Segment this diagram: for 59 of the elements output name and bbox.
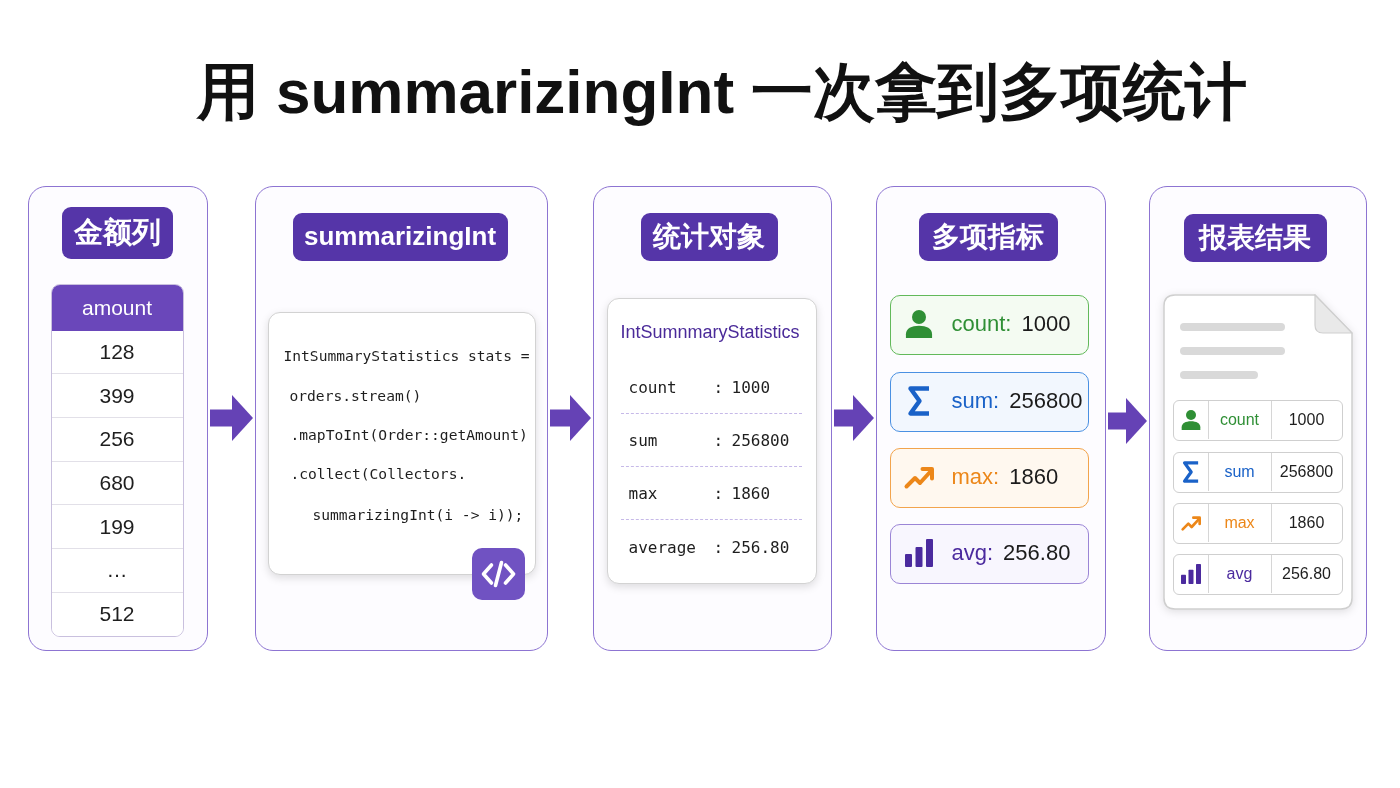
metric-label: sum:: [951, 388, 1000, 414]
data-table: [50, 283, 184, 637]
colon: :: [713, 482, 724, 505]
table-cell: 1860: [1270, 503, 1342, 543]
title: 用 summarizingInt 一次拿到多项统计: [196, 56, 1248, 128]
arrow: [210, 395, 253, 441]
arrow: [834, 395, 874, 441]
stat-name: average: [628, 536, 696, 559]
table-cell: 1000: [1270, 400, 1342, 440]
table-cell: 256800: [1270, 452, 1342, 492]
stat-value: 1000: [731, 376, 771, 399]
panel: [255, 186, 548, 651]
colon: :: [713, 429, 724, 452]
heading-badge: 统计对象: [640, 212, 778, 261]
code-line: summarizingInt(i -> i));: [312, 504, 524, 525]
panel: [1149, 186, 1367, 651]
heading-badge: 金额列: [61, 206, 173, 259]
header-cell: amount: [51, 284, 183, 331]
code-card: [267, 311, 536, 575]
metric-card: [889, 294, 1089, 355]
table-cell: 256.80: [1270, 554, 1342, 594]
metric-label: count:: [951, 311, 1012, 337]
heading-badge: 报表结果: [1183, 213, 1327, 262]
arrow: [1108, 398, 1147, 444]
code-line: .mapToInt(Order::getAmount): [290, 424, 528, 445]
stat-value: 1860: [731, 482, 771, 505]
table-cell: avg: [1207, 554, 1271, 594]
metric-value: 1000: [1021, 311, 1071, 337]
metric-card: [889, 447, 1089, 508]
stats-card: [606, 297, 817, 584]
table-cell: count: [1207, 400, 1271, 440]
stat-name: max: [628, 482, 658, 505]
metric-label: avg:: [951, 540, 994, 566]
metric-value: 256800: [1009, 388, 1083, 414]
colon: :: [713, 536, 724, 559]
stat-name: count: [628, 376, 677, 399]
panel: [876, 186, 1106, 651]
card-title: IntSumnmaryStatistics: [620, 320, 800, 344]
metric-value: 256.80: [1003, 540, 1071, 566]
document-sheet: [1162, 293, 1353, 610]
stat-value: 256.80: [731, 536, 790, 559]
table-cell: max: [1207, 503, 1271, 543]
table-cell: sum: [1207, 452, 1271, 492]
arrow: [550, 395, 591, 441]
stat-name: sum: [628, 429, 658, 452]
heading-badge: 多项指标: [918, 212, 1058, 261]
metric-label: max:: [951, 464, 1000, 490]
table-cell: 512: [51, 591, 183, 636]
metric-card: [889, 523, 1089, 584]
heading-badge: summarizingInt: [292, 212, 508, 261]
metric-card: [889, 371, 1089, 432]
panel: [28, 186, 208, 651]
stat-value: 256800: [731, 429, 790, 452]
panel: [593, 186, 832, 651]
code-line: orders.stream(): [289, 385, 422, 406]
metric-value: 1860: [1009, 464, 1059, 490]
code-line: IntSummaryStatistics stats =: [283, 345, 530, 366]
colon: :: [713, 376, 724, 399]
code-line: .collect(Collectors.: [290, 463, 467, 484]
